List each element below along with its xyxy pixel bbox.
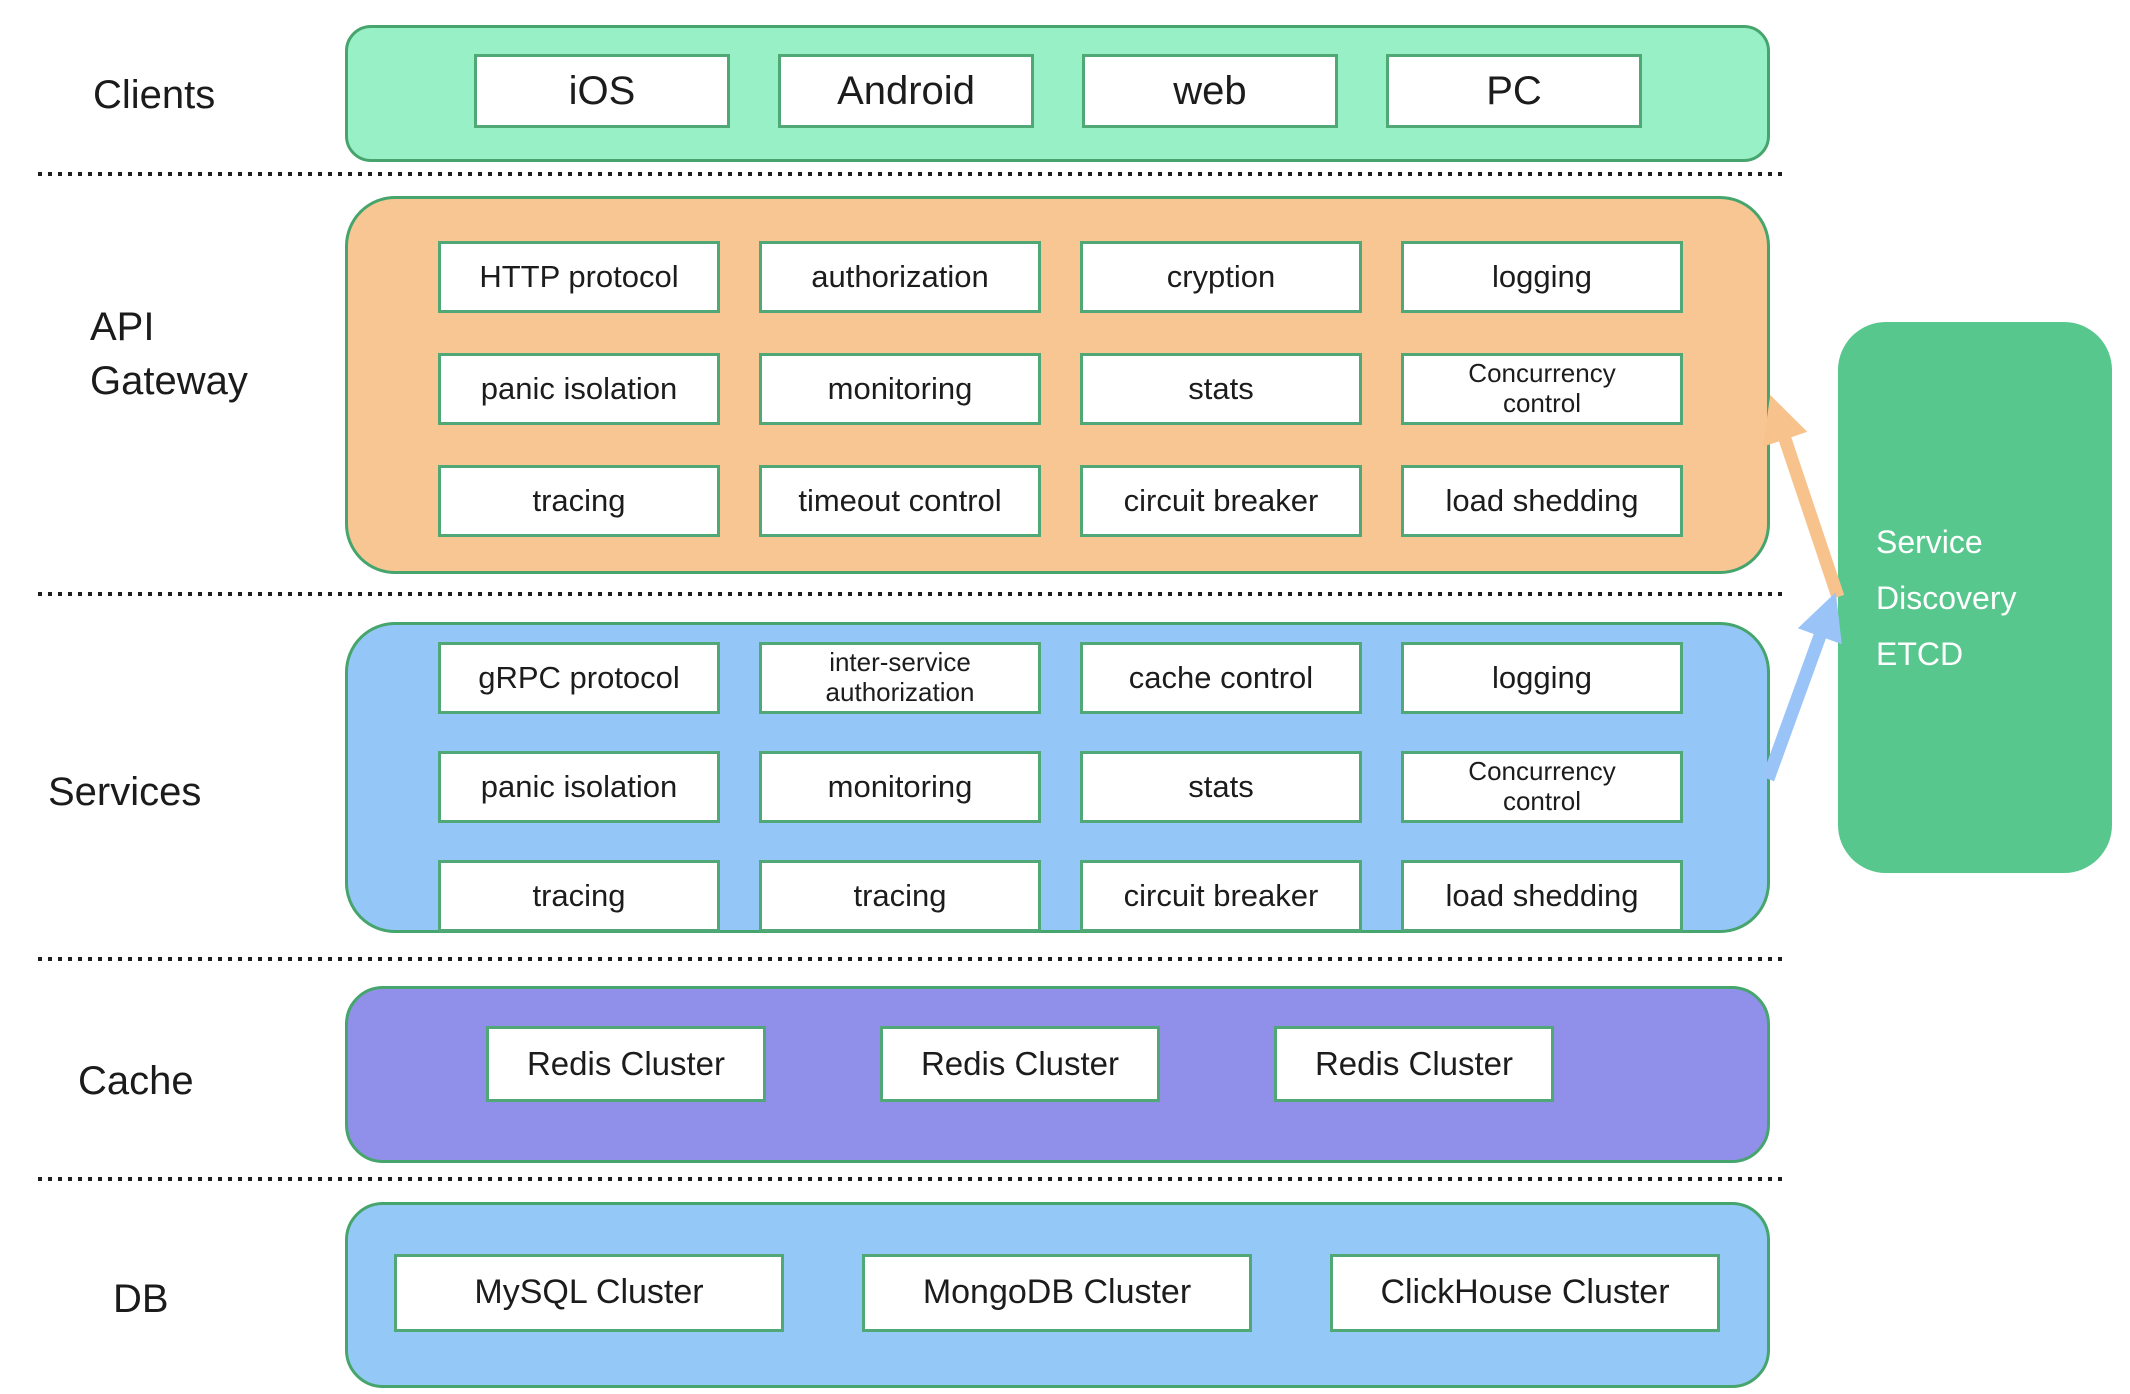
- services-logging-box: logging: [1401, 642, 1683, 714]
- row-label-clients: Clients: [93, 73, 216, 117]
- db-mongodb-cluster-box: MongoDB Cluster: [862, 1254, 1252, 1332]
- separator-gateway-services: [38, 592, 1785, 596]
- services-stats-box: stats: [1080, 751, 1362, 823]
- db-band: MySQL Cluster MongoDB Cluster ClickHouse…: [345, 1202, 1770, 1388]
- cache-redis-cluster-box-3: Redis Cluster: [1274, 1026, 1554, 1102]
- services-circuit-breaker-box: circuit breaker: [1080, 860, 1362, 932]
- separator-clients-gateway: [38, 172, 1785, 176]
- separator-cache-db: [38, 1177, 1785, 1181]
- gateway-monitoring-box: monitoring: [759, 353, 1041, 425]
- row-label-db: DB: [113, 1277, 169, 1321]
- client-web-box: web: [1082, 54, 1338, 128]
- service-discovery-label: Service Discovery ETCD: [1876, 523, 2017, 672]
- services-tracing-box-1: tracing: [438, 860, 720, 932]
- client-pc-box: PC: [1386, 54, 1642, 128]
- client-android-box: Android: [778, 54, 1034, 128]
- gateway-discovery-arrow: [1762, 394, 1845, 600]
- gateway-authorization-box: authorization: [759, 241, 1041, 313]
- gateway-logging-box: logging: [1401, 241, 1683, 313]
- gateway-timeout-control-box: timeout control: [759, 465, 1041, 537]
- clients-band: iOS Android web PC: [345, 25, 1770, 162]
- gateway-tracing-box: tracing: [438, 465, 720, 537]
- db-mysql-cluster-box: MySQL Cluster: [394, 1254, 784, 1332]
- gateway-http-protocol-box: HTTP protocol: [438, 241, 720, 313]
- api-gateway-band: HTTP protocol authorization cryption log…: [345, 196, 1770, 574]
- services-inter-service-authorization-box: inter-service authorization: [759, 642, 1041, 714]
- service-discovery-box: Service Discovery ETCD: [1838, 322, 2112, 873]
- separator-services-cache: [38, 957, 1785, 961]
- gateway-concurrency-control-box: Concurrency control: [1401, 353, 1683, 425]
- services-band: gRPC protocol inter-service authorizatio…: [345, 622, 1770, 933]
- gateway-circuit-breaker-box: circuit breaker: [1080, 465, 1362, 537]
- services-grpc-protocol-box: gRPC protocol: [438, 642, 720, 714]
- services-monitoring-box: monitoring: [759, 751, 1041, 823]
- db-clickhouse-cluster-box: ClickHouse Cluster: [1330, 1254, 1720, 1332]
- cache-redis-cluster-box-1: Redis Cluster: [486, 1026, 766, 1102]
- client-ios-box: iOS: [474, 54, 730, 128]
- services-tracing-box-2: tracing: [759, 860, 1041, 932]
- services-panic-isolation-box: panic isolation: [438, 751, 720, 823]
- services-load-shedding-box: load shedding: [1401, 860, 1683, 932]
- row-label-cache: Cache: [78, 1059, 194, 1103]
- cache-redis-cluster-box-2: Redis Cluster: [880, 1026, 1160, 1102]
- services-cache-control-box: cache control: [1080, 642, 1362, 714]
- gateway-stats-box: stats: [1080, 353, 1362, 425]
- row-label-services: Services: [48, 770, 202, 814]
- gateway-panic-isolation-box: panic isolation: [438, 353, 720, 425]
- cache-band: Redis Cluster Redis Cluster Redis Cluste…: [345, 986, 1770, 1163]
- row-label-api-gateway: API Gateway: [90, 305, 248, 403]
- services-discovery-arrow: [1761, 592, 1842, 782]
- services-concurrency-control-box: Concurrency control: [1401, 751, 1683, 823]
- gateway-cryption-box: cryption: [1080, 241, 1362, 313]
- gateway-load-shedding-box: load shedding: [1401, 465, 1683, 537]
